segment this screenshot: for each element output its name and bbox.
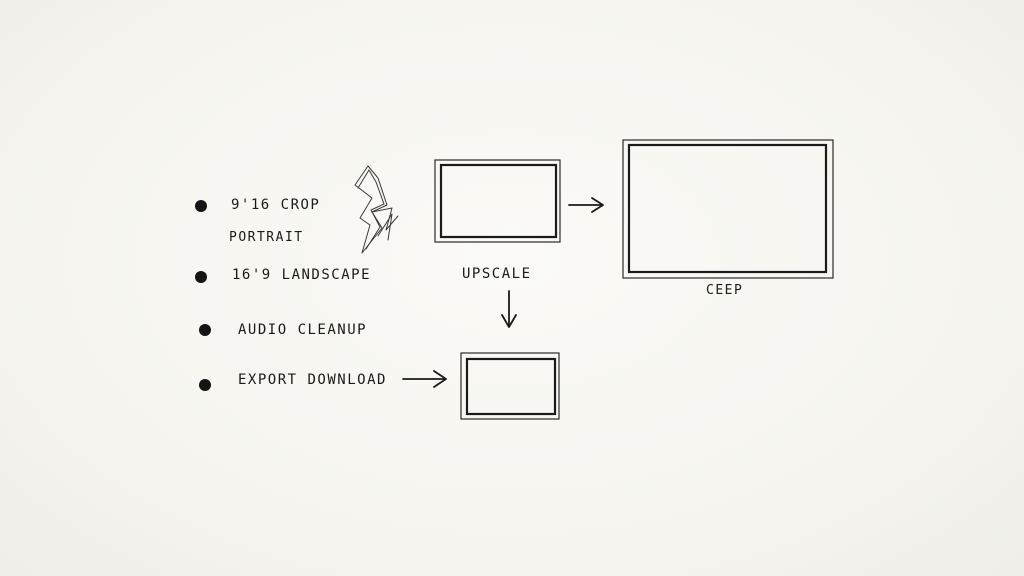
crop-frame xyxy=(622,139,834,279)
bullet-dot-icon xyxy=(199,379,211,391)
source-frame xyxy=(434,159,561,243)
bullet-dot-icon xyxy=(199,324,211,336)
list-item-export-download: EXPORT DOWNLOAD xyxy=(238,372,387,388)
lightning-sketch-icon xyxy=(354,165,399,254)
list-item-crop-portrait-line2: PORTRAIT xyxy=(229,230,304,245)
arrow-right-icon xyxy=(402,370,447,388)
export-frame xyxy=(460,352,560,420)
list-item-landscape: 16'9 LANDSCAPE xyxy=(232,267,372,283)
arrow-right-icon xyxy=(568,197,604,213)
bullet-dot-icon xyxy=(195,200,207,212)
bullet-dot-icon xyxy=(195,271,207,283)
arrow-down-icon xyxy=(501,290,517,328)
list-item-audio-cleanup: AUDIO CLEANUP xyxy=(238,322,368,338)
crop-label: CЕЕP xyxy=(706,283,744,298)
list-item-crop-portrait-line1: 9'16 CROP xyxy=(231,197,321,213)
upscale-label: UPSCALE xyxy=(462,266,532,282)
